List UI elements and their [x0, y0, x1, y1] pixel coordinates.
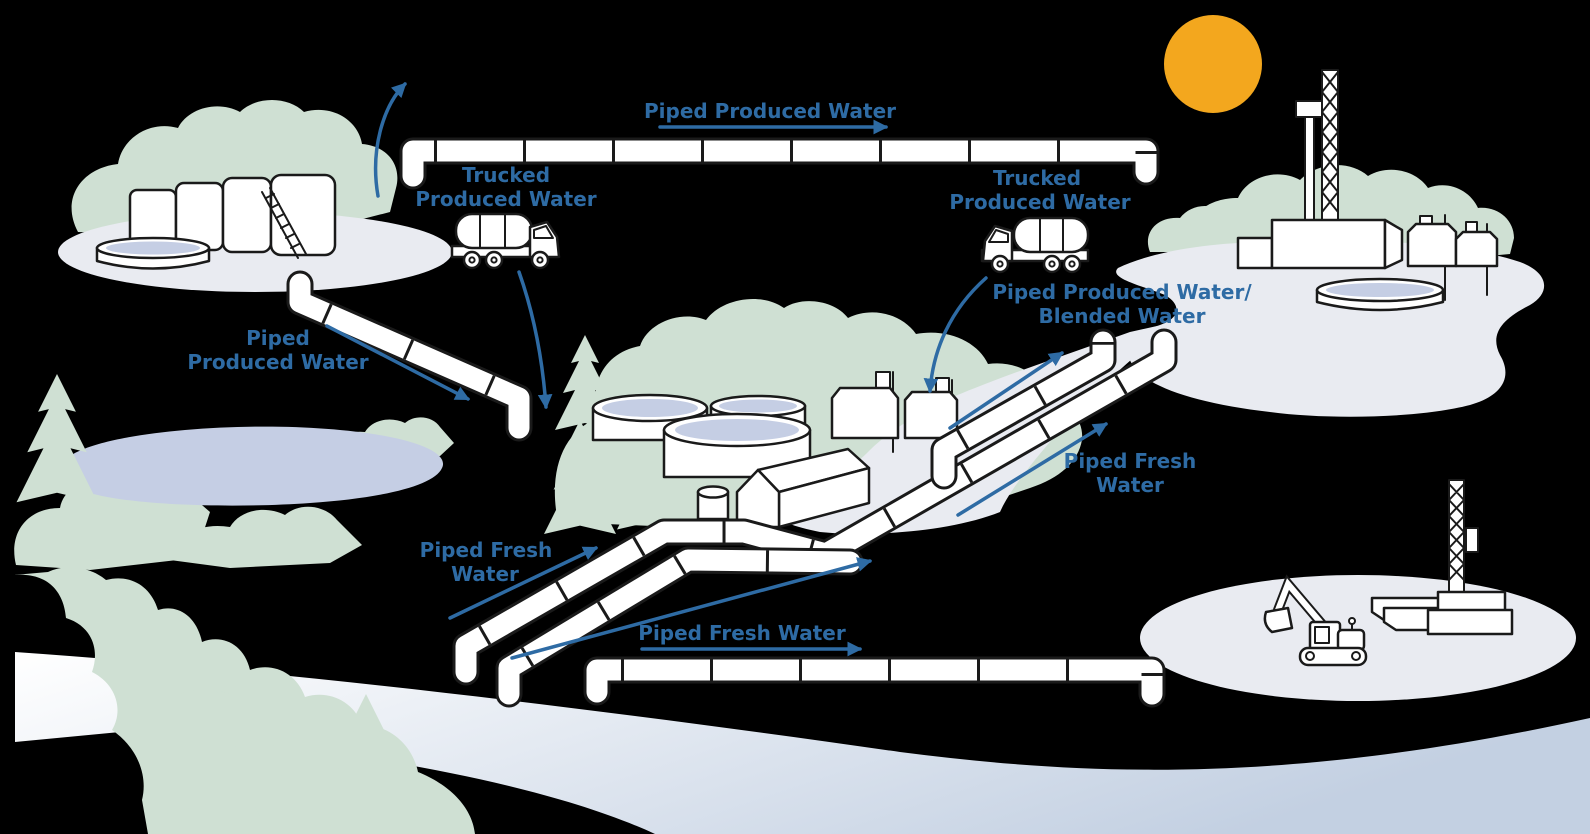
sun	[1164, 15, 1262, 113]
label-blended-2: Blended Water	[1039, 304, 1206, 328]
wellpad-top-right	[1116, 15, 1545, 417]
containment-pond	[95, 236, 211, 270]
truck-right	[980, 216, 1090, 274]
clarifier-tanks	[591, 393, 812, 479]
label-trucked-right-1: Trucked	[993, 166, 1081, 190]
lake-water	[57, 426, 444, 506]
wellpad-top-left	[58, 100, 452, 292]
arrow-fresh-left-short	[448, 546, 598, 620]
arrow-trucked-right	[923, 276, 988, 394]
label-trucked-left-1: Trucked	[462, 163, 550, 187]
labels: Piped Produced Water Piped Produced Wate…	[187, 99, 1252, 645]
arrow-blended	[948, 351, 1064, 430]
facility-building	[735, 447, 871, 529]
tank-ladder	[261, 187, 307, 259]
arrow-fresh-left-long	[510, 557, 873, 660]
truck-left	[450, 212, 561, 270]
label-piped-produced-left-1: Piped	[246, 326, 310, 350]
label-trucked-right-2: Produced Water	[949, 190, 1130, 214]
small-drill-rig	[1426, 479, 1514, 636]
flow-arrows	[325, 82, 1108, 660]
excavator	[1263, 574, 1368, 667]
hill-bottom-left	[14, 567, 475, 834]
label-fresh-right-1: Piped Fresh	[1064, 449, 1197, 473]
arrow-piped-produced-left	[325, 324, 470, 401]
label-fresh-bottom: Piped Fresh Water	[638, 621, 846, 645]
lake-area	[14, 374, 454, 570]
arrow-trucked-left	[517, 270, 553, 410]
construction-pad-bottom-right	[1140, 479, 1576, 701]
label-trucked-left-2: Produced Water	[415, 187, 596, 211]
label-piped-produced-top: Piped Produced Water	[644, 99, 896, 123]
drill-rig	[1295, 69, 1339, 222]
well-site-tanks	[1406, 214, 1499, 301]
river	[15, 652, 1590, 834]
label-fresh-left-2: Water	[451, 562, 519, 586]
process-tanks	[830, 371, 959, 453]
arrow-up-from-tanks	[373, 82, 407, 198]
label-fresh-left-1: Piped Fresh	[420, 538, 553, 562]
containment-pond	[1315, 277, 1445, 312]
label-fresh-right-2: Water	[1096, 473, 1164, 497]
label-piped-produced-left-2: Produced Water	[187, 350, 368, 374]
well-site-building	[1236, 218, 1404, 270]
arrow-fresh-right	[956, 422, 1108, 517]
label-blended-1: Piped Produced Water/	[992, 280, 1252, 304]
storage-tanks	[128, 173, 337, 259]
small-cylinder-tank	[696, 485, 730, 521]
